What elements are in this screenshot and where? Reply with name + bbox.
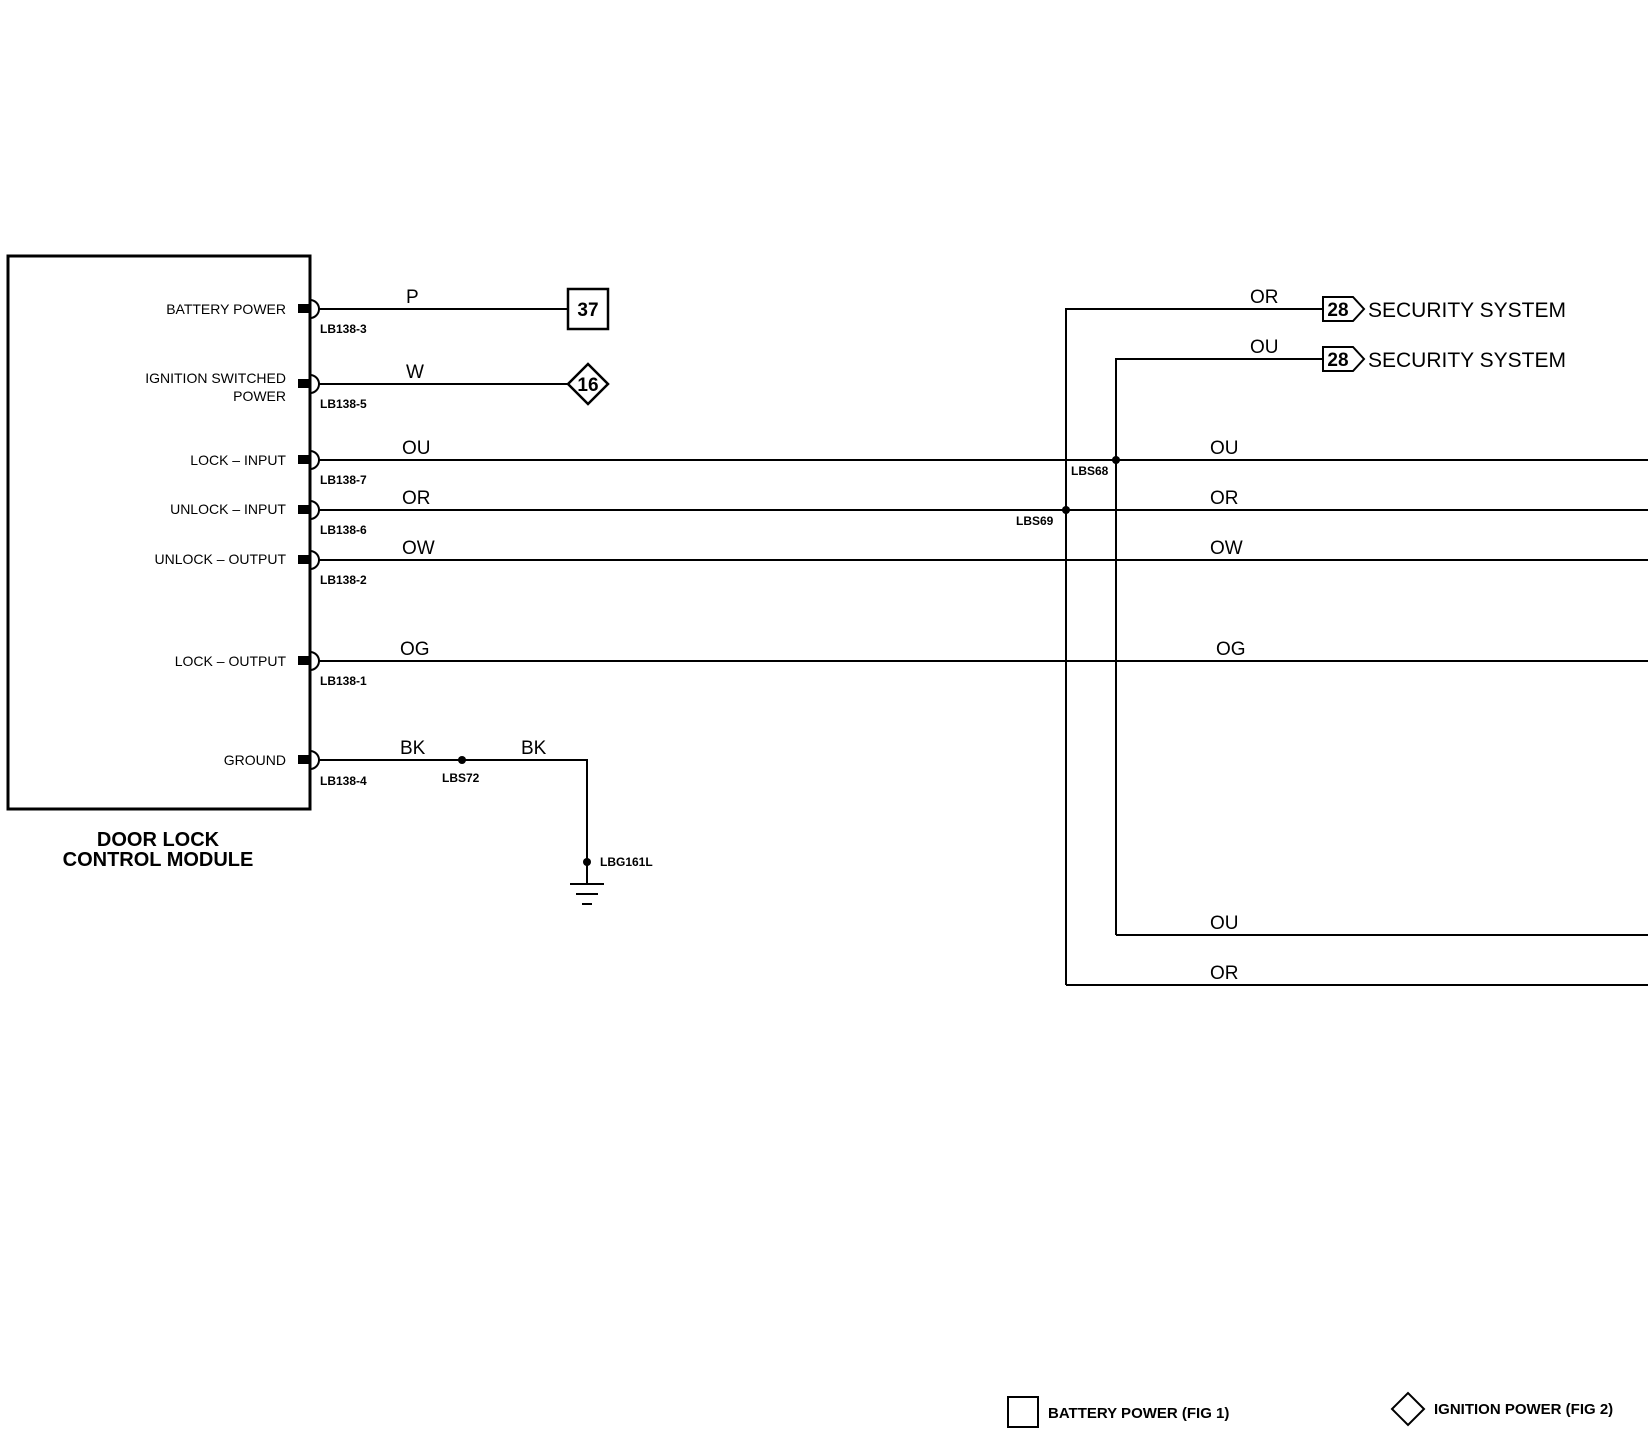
legend-diamond-icon [1390,1391,1426,1427]
pin-label-unlock-output: UNLOCK – OUTPUT [155,551,287,567]
connector-lb138-7: LB138-7 [320,473,367,487]
pin-label-lock-input: LOCK – INPUT [190,452,286,468]
wire-label-ow-right: OW [1210,538,1243,559]
splice-label-lbs72: LBS72 [442,771,480,785]
connector-lb138-2: LB138-2 [320,573,367,587]
wire-label-bk-a: BK [400,738,426,759]
legend-ignition-label: IGNITION POWER (FIG 2) [1434,1401,1613,1418]
wire-label-bottom-or: OR [1210,963,1239,984]
wire-label-or-right: OR [1210,488,1239,509]
legend-battery-label: BATTERY POWER (FIG 1) [1048,1405,1229,1422]
connector-lb138-5: LB138-5 [320,397,367,411]
wire-label-bk-b: BK [521,738,547,759]
splice-dot-lbs68 [1112,456,1120,464]
pin-label-battery-power: BATTERY POWER [166,301,286,317]
security-system-label-1: SECURITY SYSTEM [1368,299,1566,322]
ground-icon [570,862,604,905]
wire-label-og-right: OG [1216,639,1246,660]
door-lock-control-module [6,254,312,811]
wire-security-ou [1115,358,1323,935]
wire-label-ou: OU [402,438,431,459]
splice-label-lbs68: LBS68 [1071,464,1109,478]
legend-box-icon [1007,1396,1039,1428]
wire-label-security-ou: OU [1250,337,1279,358]
wire-label-w: W [406,362,424,383]
pin-label-unlock-input: UNLOCK – INPUT [170,501,286,517]
splice-dot-lbs72 [458,756,466,764]
pin-label-ignition-line2: POWER [233,388,286,404]
wire-label-p: P [406,287,419,308]
splice-dot-lbs69 [1062,506,1070,514]
wire-label-security-or: OR [1250,287,1279,308]
wire-ground [319,759,588,862]
connector-lb138-6: LB138-6 [320,523,367,537]
module-title-line1: DOOR LOCK [97,829,220,851]
ignition-ref-number: 16 [577,375,598,396]
wire-label-bottom-ou: OU [1210,913,1239,934]
wire-label-or: OR [402,488,431,509]
wire-label-ou-right: OU [1210,438,1239,459]
pin-label-lock-output: LOCK – OUTPUT [175,653,287,669]
wires [319,308,1648,986]
wire-security-or [1065,308,1323,985]
connector-lb138-4: LB138-4 [320,774,367,788]
security-ref-arrow-icon-2: 28 [1322,346,1366,372]
pin-label-ground: GROUND [224,752,286,768]
security-ref-arrow-icon-1: 28 [1322,296,1366,322]
connector-lb138-3: LB138-3 [320,322,367,336]
wire-label-og: OG [400,639,430,660]
connector-lb138-1: LB138-1 [320,674,367,688]
battery-ref-number: 37 [577,300,598,321]
splice-label-lbs69: LBS69 [1016,514,1054,528]
wire-label-ow: OW [402,538,435,559]
security-system-label-2: SECURITY SYSTEM [1368,349,1566,372]
ground-point-label: LBG161L [600,855,653,869]
pin-label-ignition-line1: IGNITION SWITCHED [145,370,286,386]
battery-ref-box-icon: 37 [566,287,610,331]
security-ref-number-2: 28 [1327,350,1348,371]
ignition-ref-diamond-icon: 16 [566,362,610,406]
module-title-line2: CONTROL MODULE [63,849,254,871]
legend: BATTERY POWER (FIG 1) IGNITION POWER (FI… [1007,1391,1613,1428]
security-ref-number-1: 28 [1327,300,1348,321]
